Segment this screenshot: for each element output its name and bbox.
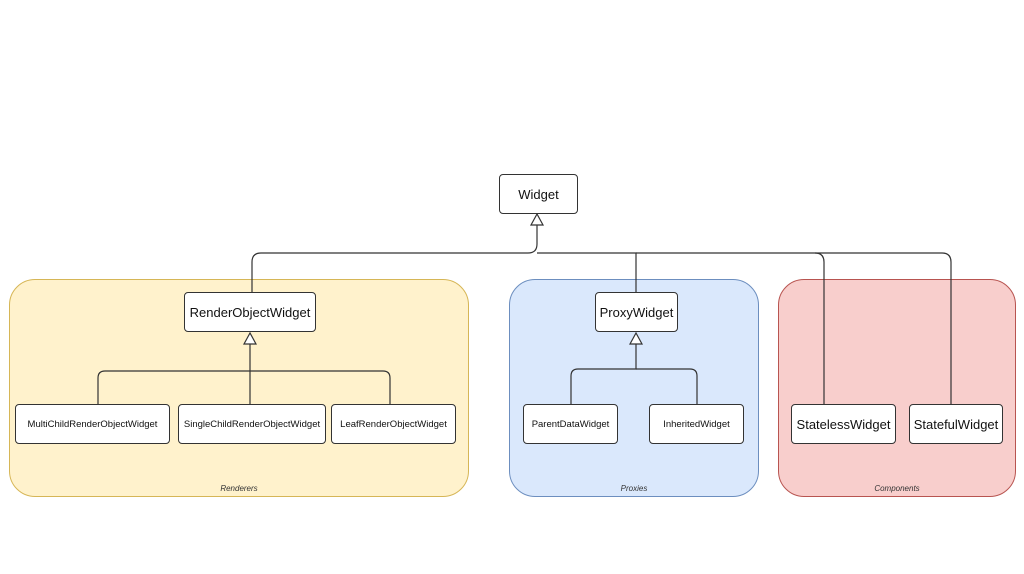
edge-proxy-widget <box>537 252 637 292</box>
multi-child-render-object-widget-node: MultiChildRenderObjectWidget <box>15 404 170 444</box>
edge-inherited-proxy <box>636 368 698 404</box>
edge-parentdata-proxy <box>570 344 637 404</box>
inheritance-arrowhead-renderobject <box>242 331 258 345</box>
render-object-widget-node: RenderObjectWidget <box>184 292 316 332</box>
inherited-widget-node: InheritedWidget <box>649 404 744 444</box>
parent-data-widget-node: ParentDataWidget <box>523 404 618 444</box>
components-group: Components <box>778 279 1016 497</box>
renderers-caption: Renderers <box>220 484 258 493</box>
single-child-render-object-widget-node: SingleChildRenderObjectWidget <box>178 404 326 444</box>
leaf-render-object-widget-node: LeafRenderObjectWidget <box>331 404 456 444</box>
proxy-widget-node: ProxyWidget <box>595 292 678 332</box>
components-caption: Components <box>874 484 920 493</box>
proxies-caption: Proxies <box>620 484 648 493</box>
edge-stateful-widget <box>815 252 952 404</box>
inheritance-arrowhead-widget <box>529 212 545 226</box>
inheritance-arrowhead-proxy <box>628 331 644 345</box>
edge-multichild-renderobject <box>97 344 251 404</box>
stateful-widget-node: StatefulWidget <box>909 404 1003 444</box>
stateless-widget-node: StatelessWidget <box>791 404 896 444</box>
widget-node: Widget <box>499 174 578 214</box>
edge-renderobject-widget <box>251 225 538 292</box>
edge-leaf-renderobject <box>250 370 391 404</box>
